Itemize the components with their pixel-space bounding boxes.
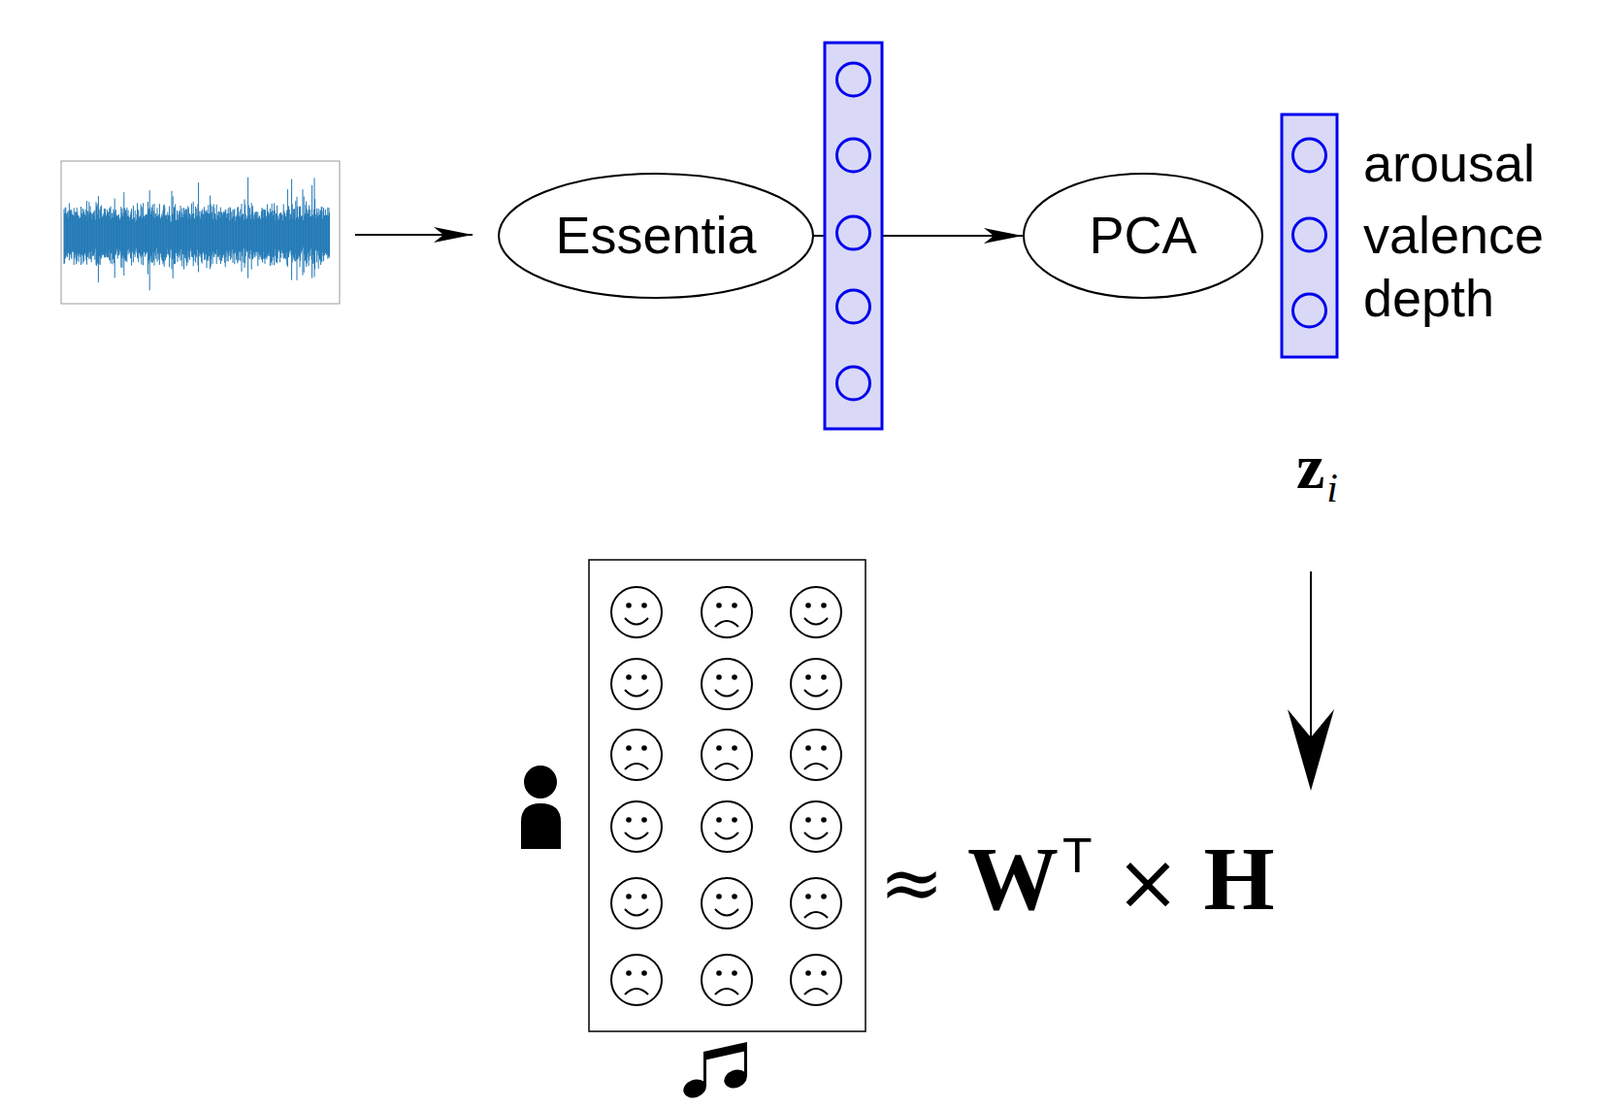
down-arrow-head (1287, 709, 1335, 791)
dimension-label: valence (1363, 208, 1544, 262)
feature-vector (824, 42, 882, 429)
emoticon (701, 954, 752, 1006)
process-ellipse: PCA (1022, 172, 1264, 299)
emoticon (701, 878, 752, 929)
vector-symbol: z (1296, 434, 1325, 499)
product-operator: × (1115, 844, 1181, 922)
vector-unit (1293, 138, 1327, 172)
emoticon (701, 729, 752, 781)
approx-operator: ≈ (879, 844, 945, 922)
emoticon (701, 587, 752, 638)
vector-unit (1293, 218, 1327, 252)
emoticon (611, 954, 662, 1006)
emoticon (790, 658, 842, 710)
node-label: PCA (1088, 206, 1197, 264)
waveform-trace (64, 177, 330, 292)
emoticon (701, 801, 752, 852)
vector-unit (837, 216, 871, 250)
process-ellipse: Essentia (497, 172, 815, 299)
user-icon (521, 765, 561, 849)
rating-matrix (588, 559, 866, 1032)
latent-vector (1281, 114, 1338, 358)
emoticon (790, 801, 842, 852)
matrix-symbol: H (1204, 832, 1275, 924)
waveform-frame (61, 161, 340, 304)
vector-unit (837, 138, 871, 172)
emoticon (611, 729, 662, 781)
waveform (64, 177, 330, 292)
vector-box (1281, 114, 1338, 358)
dimension-label: depth (1363, 271, 1495, 325)
rating-symbols (611, 587, 842, 1006)
dimension-label: arousal (1363, 136, 1535, 190)
vector-unit (837, 63, 871, 97)
node-label: Essentia (555, 206, 756, 264)
transpose-mark: T (1062, 831, 1093, 881)
vector-unit (837, 290, 871, 324)
vector-unit (1293, 293, 1327, 327)
latent-symbol: zi (1296, 434, 1339, 499)
input-arrow (355, 233, 473, 236)
emoticon (611, 878, 662, 929)
emoticon (611, 658, 662, 710)
emoticon (701, 658, 752, 710)
emoticon (611, 801, 662, 852)
emoticon (790, 729, 842, 781)
matrix-symbol: W (967, 832, 1059, 924)
emoticon (790, 878, 842, 929)
music-note-icon (681, 1042, 751, 1102)
factorization-formula: ≈ WT × H (879, 832, 1275, 924)
emoticon (611, 587, 662, 638)
emoticon (790, 954, 842, 1006)
emoticon (790, 587, 842, 638)
down-arrow-shaft (1309, 571, 1312, 748)
subscript-index: i (1326, 467, 1339, 509)
vector-box (824, 42, 882, 429)
vector-unit (837, 366, 871, 400)
